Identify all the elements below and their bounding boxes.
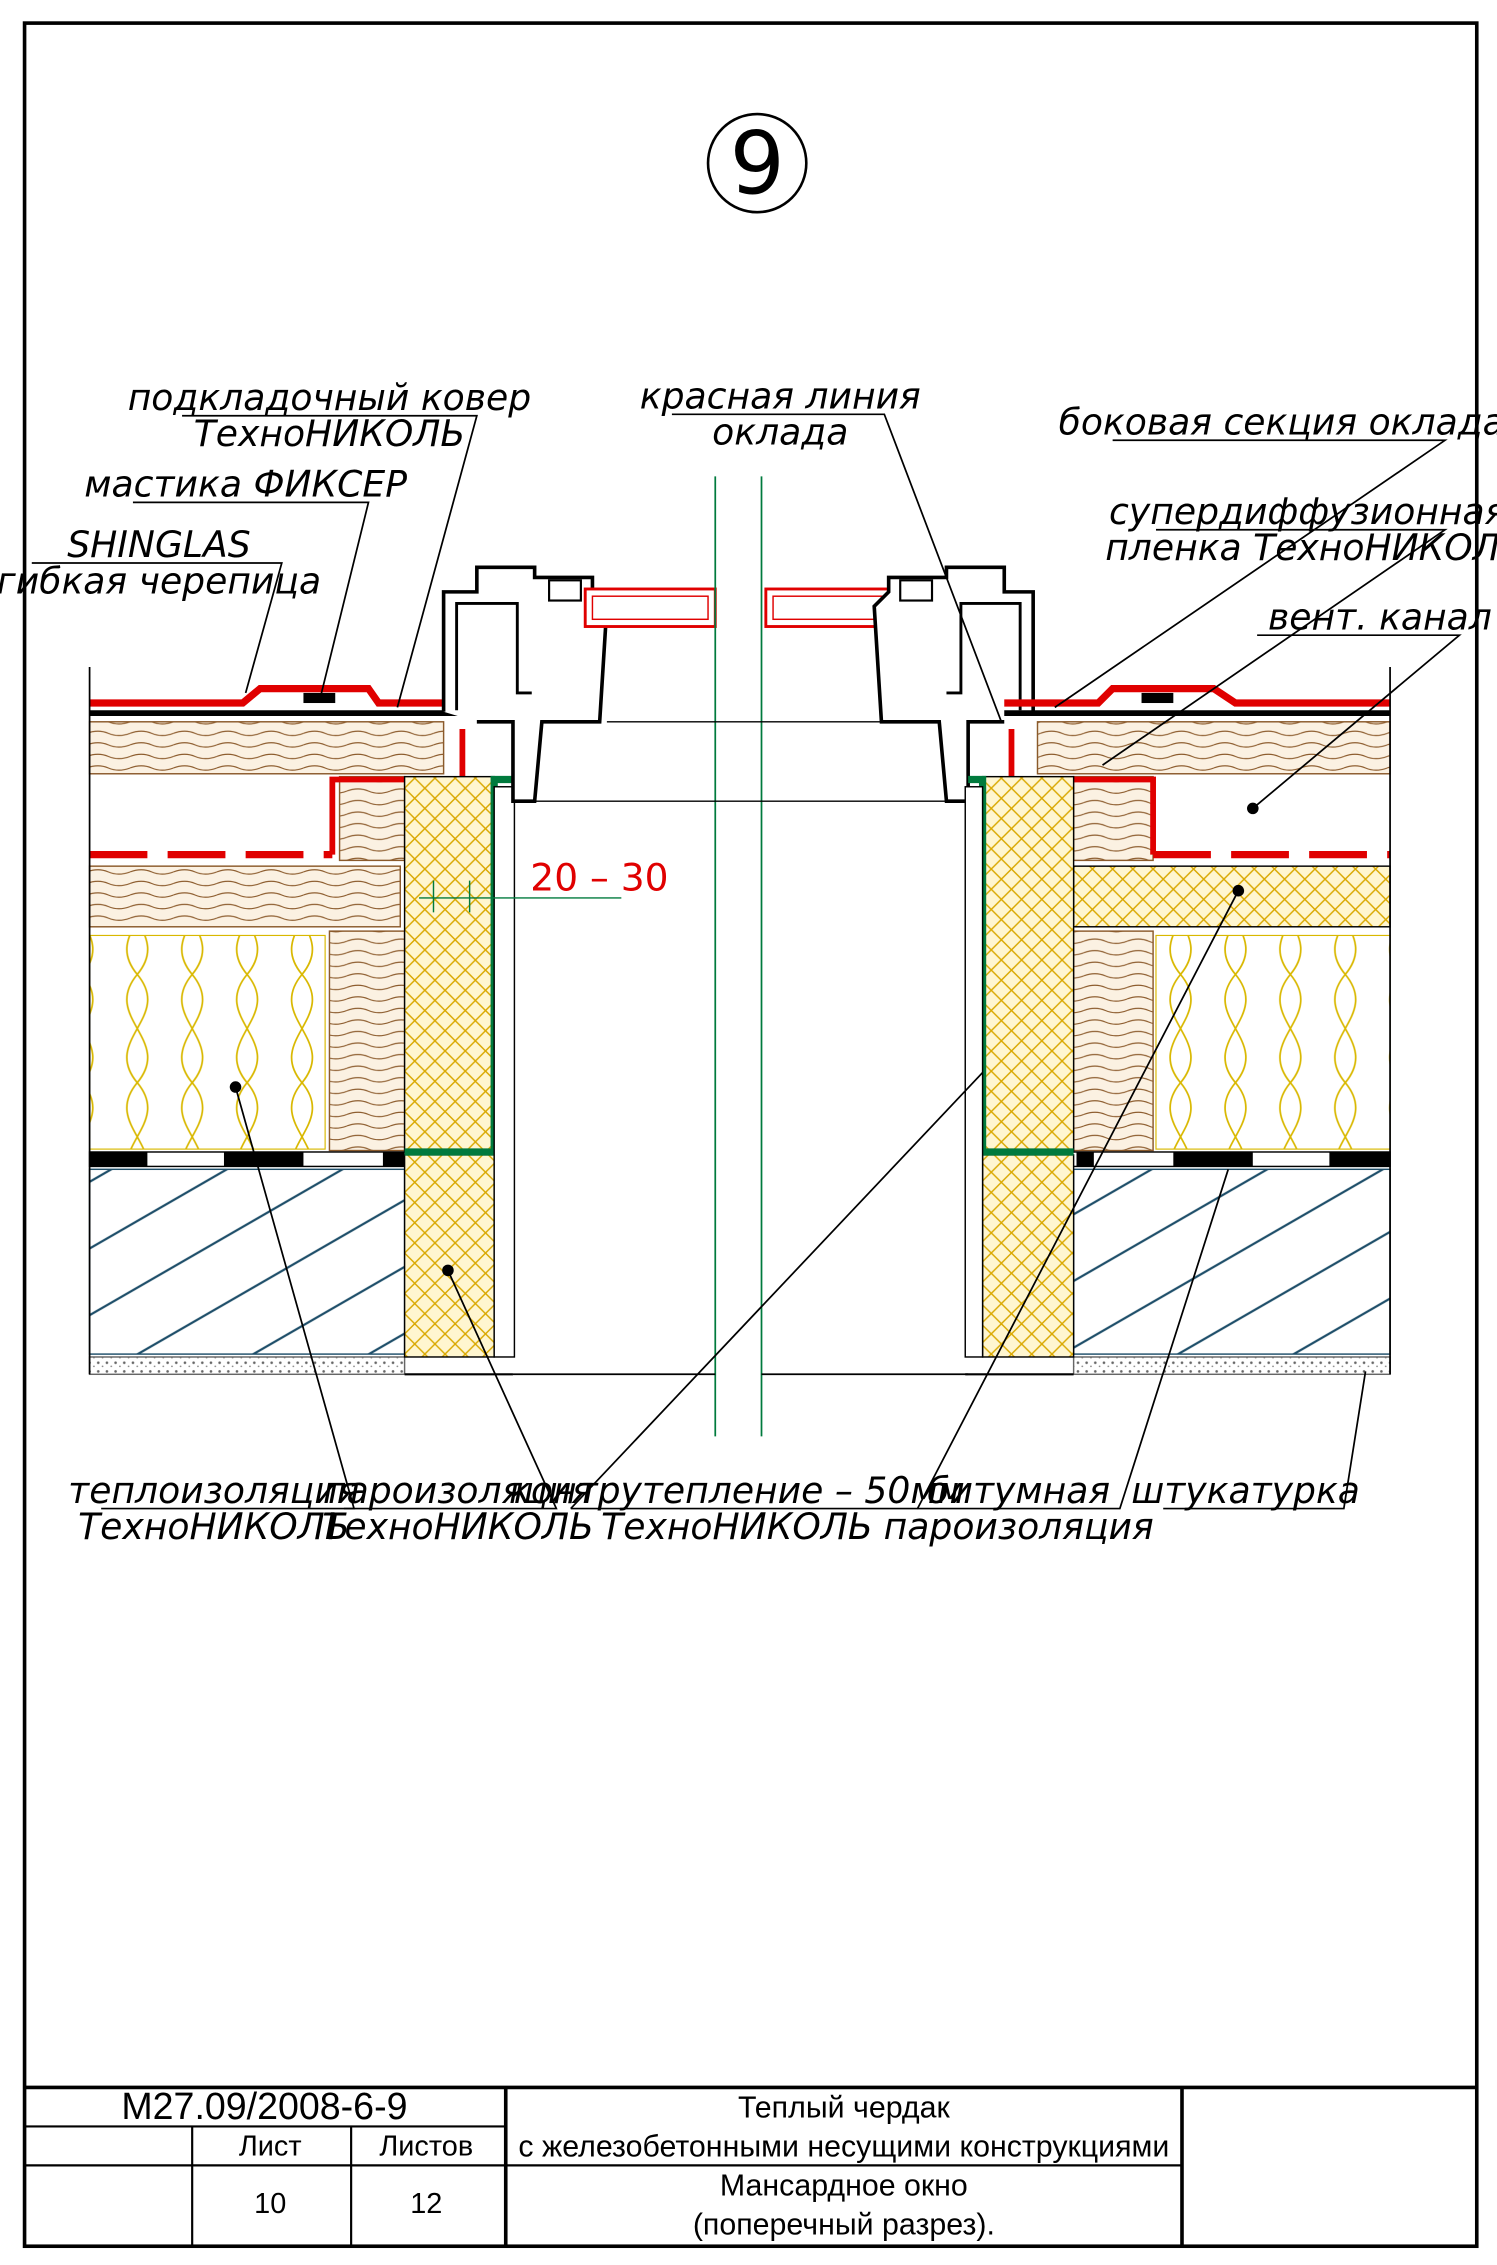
subtitle-line-2: (поперечный разрез). — [693, 2209, 995, 2242]
label-membrane: супердиффузионная — [1109, 490, 1497, 533]
axis-line — [714, 476, 763, 1437]
label-shinglas: SHINGLAS — [67, 523, 250, 566]
doc-code: М27.09/2008-6-9 — [121, 2085, 407, 2127]
glazing-unit — [583, 587, 898, 628]
label-shingles: гибкая черепица — [0, 559, 321, 602]
detail-marker: 9 — [706, 112, 808, 214]
label-thermal-brand: ТехноНИКОЛЬ — [78, 1505, 350, 1548]
label-counter-brand: ТехноНИКОЛЬ — [601, 1505, 873, 1548]
label-bitumen-2: пароизоляция — [884, 1505, 1154, 1548]
sheets-total: 12 — [410, 2188, 442, 2220]
sheet-frame — [22, 21, 1479, 2249]
label-vapor-brand: ТехноНИКОЛЬ — [322, 1505, 594, 1548]
title-line-1: Теплый чердак — [738, 2092, 950, 2125]
label-side-section: боковая секция оклада — [1059, 401, 1497, 444]
sheet-label: Лист — [239, 2130, 302, 2162]
dimension-text: 20 – 30 — [530, 856, 668, 900]
label-underlay: подкладочный ковер — [128, 376, 531, 419]
right-window-frame — [872, 565, 1035, 803]
label-bitumen: битумная — [927, 1469, 1110, 1512]
label-red-line-2: оклада — [712, 411, 848, 454]
leader-lines — [31, 413, 1462, 1510]
sheets-label: Листов — [379, 2130, 473, 2162]
label-thermal: теплоизоляция — [68, 1469, 359, 1512]
label-vapor: пароизоляция — [323, 1469, 593, 1512]
label-mastic: мастика ФИКСЕР — [84, 463, 407, 506]
title-block — [24, 2085, 1477, 2247]
detail-number: 9 — [730, 114, 785, 214]
sheet-number: 10 — [254, 2188, 286, 2220]
left-window-frame — [441, 565, 609, 803]
label-underlay-brand: ТехноНИКОЛЬ — [194, 412, 466, 455]
label-plaster: штукатурка — [1131, 1469, 1360, 1512]
label-vent: вент. канал — [1268, 595, 1492, 638]
leader-dots — [229, 802, 1259, 1277]
left-roof-assembly — [88, 666, 516, 1376]
label-red-line: красная линия — [640, 375, 921, 418]
gap-dimension: 20 – 30 — [419, 856, 669, 913]
subtitle-line-1: Мансардное окно — [720, 2170, 968, 2203]
label-counter: контрутепление – 50мм — [509, 1469, 965, 1512]
right-roof-assembly — [964, 666, 1391, 1376]
title-line-2: с железобетонными несущими конструкциями — [518, 2131, 1169, 2164]
label-membrane-brand: пленка ТехноНИКОЛЬ — [1105, 526, 1497, 569]
